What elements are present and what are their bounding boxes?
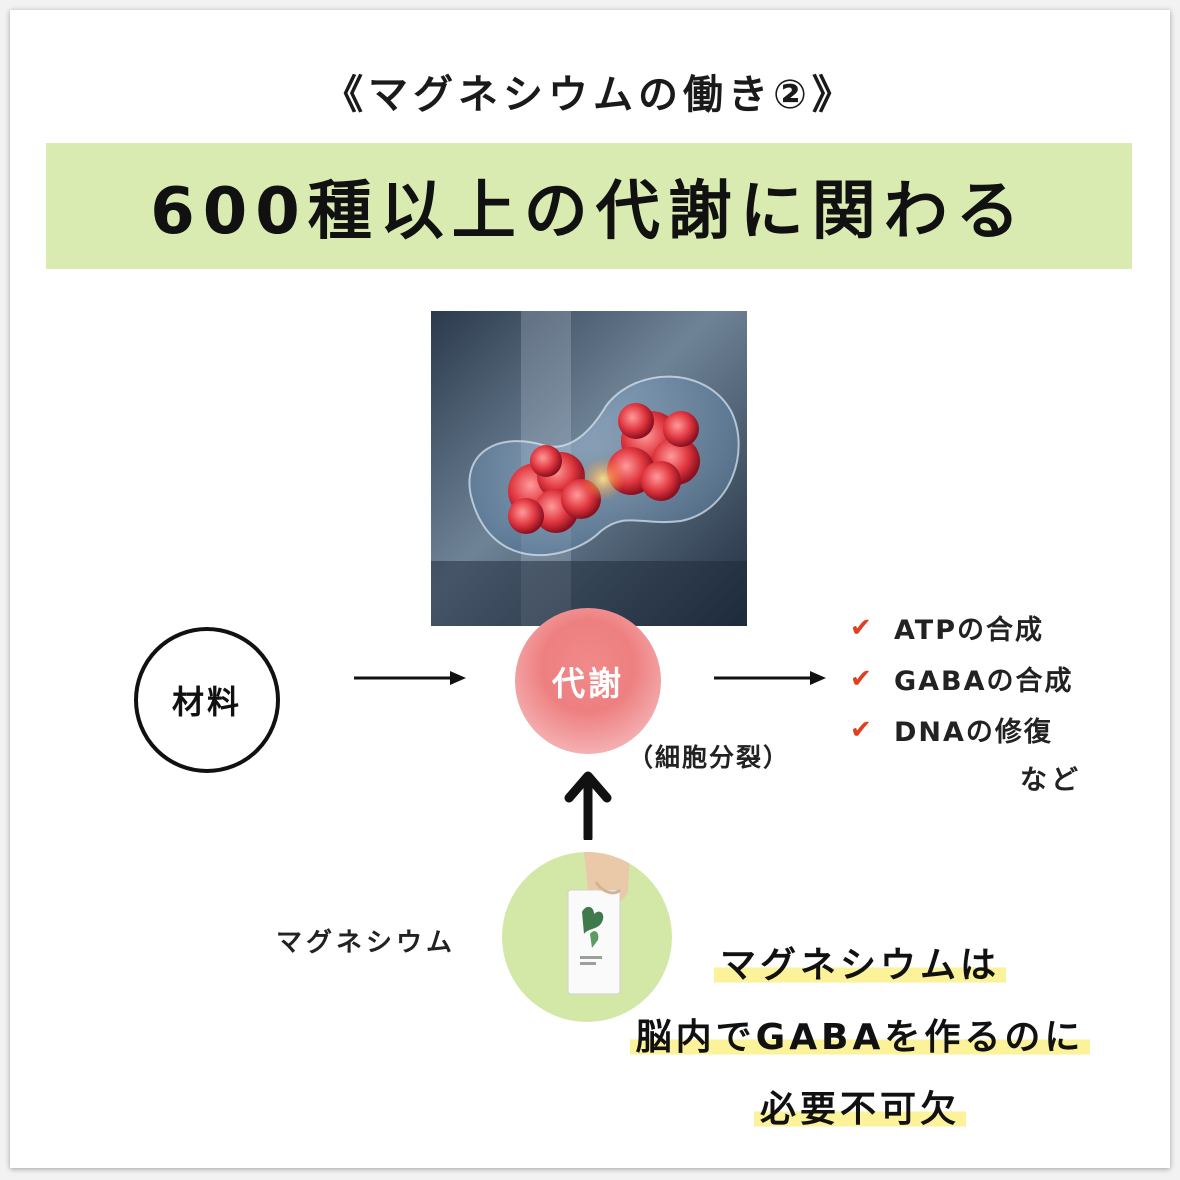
list-item: ✔ GABAの合成 <box>850 653 1074 704</box>
callout: マグネシウムは 脳内でGABAを作るのに 必要不可欠 <box>580 930 1140 1146</box>
result-label: DNAの修復 <box>894 717 1053 748</box>
list-item: ✔ DNAの修復 <box>850 704 1074 755</box>
cell-division-label: （細胞分裂） <box>628 743 791 772</box>
section-subtitle: 《マグネシウムの働き②》 <box>323 72 857 118</box>
product-image <box>502 852 672 1022</box>
result-label: GABAの合成 <box>894 666 1074 697</box>
callout-line: 脳内でGABAを作るのに <box>580 1002 1140 1074</box>
page-title: 600種以上の代謝に関わる <box>150 175 1028 249</box>
checkmark-icon: ✔ <box>850 663 874 694</box>
etc-label: など <box>1020 765 1082 796</box>
material-circle: 材料 <box>134 627 280 773</box>
checkmark-icon: ✔ <box>850 612 874 643</box>
metabolism-circle: 代謝 <box>515 608 661 754</box>
arrow-up-icon <box>564 771 612 840</box>
arrow-right-icon <box>354 671 466 685</box>
callout-text: 必要不可欠 <box>753 1089 966 1130</box>
checkmark-icon: ✔ <box>850 714 874 745</box>
title-banner: 600種以上の代謝に関わる <box>46 143 1132 269</box>
callout-text: マグネシウムは <box>713 945 1006 986</box>
cell-division-image <box>431 311 747 626</box>
callout-text: 脳内でGABAを作るのに <box>629 1017 1091 1058</box>
arrow-right-icon <box>714 671 826 685</box>
callout-line: マグネシウムは <box>580 930 1140 1002</box>
list-item: ✔ ATPの合成 <box>850 602 1074 653</box>
callout-line: 必要不可欠 <box>580 1074 1140 1146</box>
magnesium-label: マグネシウム <box>276 928 457 958</box>
result-label: ATPの合成 <box>894 615 1045 646</box>
result-list: ✔ ATPの合成 ✔ GABAの合成 ✔ DNAの修復 <box>850 602 1074 755</box>
